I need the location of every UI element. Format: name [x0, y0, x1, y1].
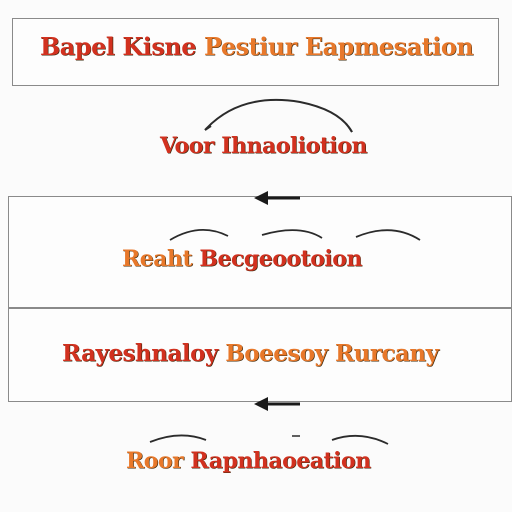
lower-label-word-2: Boeesoy Rurcany: [225, 340, 439, 367]
box-label-word-1: Reaht: [122, 246, 193, 272]
bottom-label-word-2: Rapnhaoeation: [190, 448, 371, 474]
arrow-left-icon: [254, 397, 300, 411]
box-label: Reaht Becgeootoion: [122, 246, 362, 272]
arc-connector-icon: [204, 98, 353, 133]
arc-connector-icon: [355, 229, 421, 241]
arc-connector-icon: [169, 229, 229, 241]
top-label-word-2: Pestiur Eapmesation: [203, 32, 474, 61]
middle-label-word-1: Voor: [160, 133, 215, 159]
top-label: Bapel Kisne Pestiur Eapmesation: [40, 32, 474, 61]
arc-connector-icon: [261, 229, 323, 239]
lower-label-word-1: Rayeshnaloy: [62, 340, 218, 367]
top-box: [12, 18, 499, 86]
arc-connector-icon: [331, 434, 389, 445]
bottom-label-word-1: Roor: [126, 448, 184, 474]
middle-box: [8, 196, 512, 308]
box-label-word-2: Becgeootoion: [199, 246, 362, 272]
lower-label: Rayeshnaloy Boeesoy Rurcany: [62, 340, 439, 367]
bottom-label: Roor Rapnhaoeation: [126, 448, 371, 474]
arc-tick-icon: [204, 125, 212, 131]
arc-connector-icon: [149, 434, 207, 443]
middle-label-word-2: Ihnaoliotion: [221, 133, 367, 159]
arc-tick-icon: [347, 125, 353, 133]
middle-label: Voor Ihnaoliotion: [160, 133, 367, 159]
top-label-word-1: Bapel Kisne: [40, 32, 197, 61]
arrow-left-icon: [254, 191, 300, 205]
